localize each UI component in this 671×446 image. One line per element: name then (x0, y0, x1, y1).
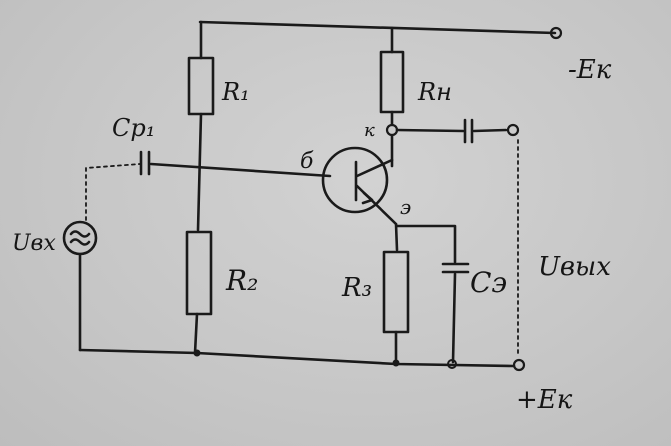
r1-label: R₁ (221, 78, 250, 106)
transistor-emitter-lead (355, 184, 398, 226)
emitter-wire (394, 222, 457, 264)
emitter-label: э (400, 195, 411, 219)
supply-neg-terminal (549, 26, 563, 40)
ac-wave (69, 230, 91, 246)
pnp-transistor-icon (321, 146, 389, 214)
uout-label: Uвых (538, 252, 611, 282)
top-rail-wire (198, 20, 557, 35)
bottom-node-ce (447, 359, 457, 369)
input-capacitor (139, 150, 151, 176)
r2-resistor (185, 230, 213, 316)
ce-bottom-wire (451, 272, 457, 364)
rn-label: Rн (417, 78, 452, 106)
supply-pos-terminal (512, 358, 526, 372)
bottom-node-r3 (392, 359, 400, 367)
ce-label: Cэ (470, 266, 507, 299)
base-node-wire (196, 112, 203, 232)
supply-pos-label: +Eк (516, 385, 573, 415)
collector-label: к (364, 120, 375, 141)
output-terminal-top (506, 123, 520, 137)
supply-neg-label: -Eк (568, 55, 612, 85)
rn-resistor (379, 50, 405, 114)
output-cap-wire-left (395, 128, 465, 133)
r3-label: R₃ (341, 273, 372, 303)
bottom-node-r2 (193, 349, 201, 357)
transistor-collector-lead (355, 158, 394, 178)
r2-label: R₂ (225, 264, 258, 297)
output-cap-wire-right (472, 128, 508, 133)
emitter-arrow (361, 191, 374, 205)
cp1-label: Cр₁ (112, 114, 155, 142)
output-capacitor (463, 118, 474, 144)
r2-bottom-wire (193, 312, 199, 355)
ac-source-icon (62, 220, 98, 256)
ce-capacitor (441, 262, 470, 274)
collector-node (385, 123, 399, 137)
r3-resistor (382, 250, 410, 334)
input-dashed-wire (85, 163, 141, 221)
r1-resistor (187, 56, 215, 116)
base-label: б (300, 149, 314, 174)
uin-label: Uвх (12, 231, 56, 256)
base-wire (149, 162, 332, 178)
